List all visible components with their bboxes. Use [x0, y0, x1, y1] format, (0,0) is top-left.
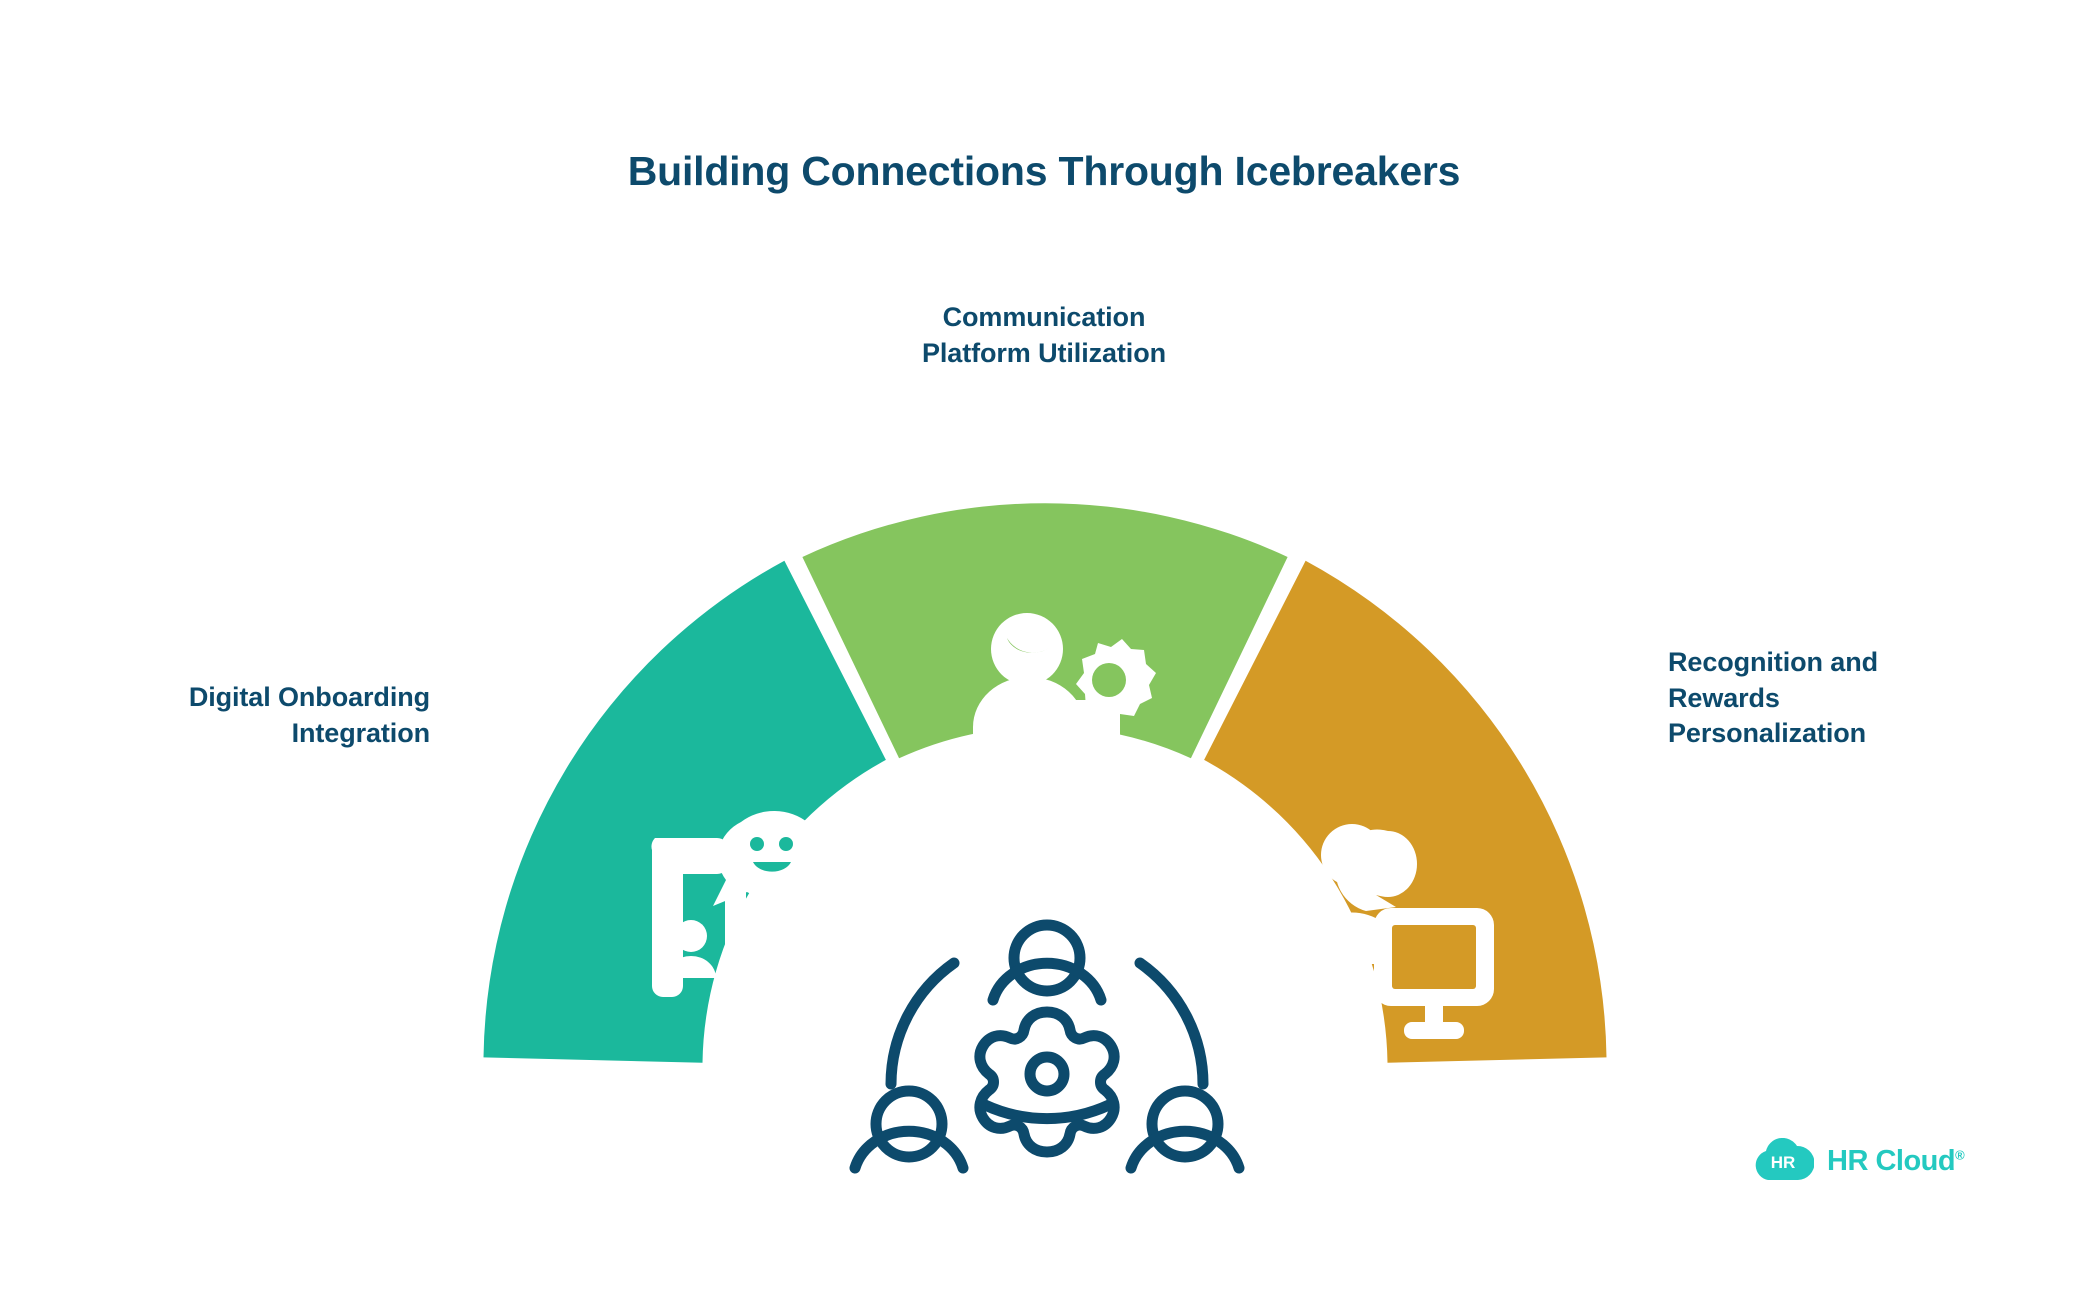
segment-label-recognition-rewards-line3: Personalization: [1668, 718, 1867, 749]
page-title: Building Connections Through Icebreakers: [627, 148, 1461, 194]
people-monitor-icon: [1305, 824, 1494, 1039]
hr-cloud-name: HR Cloud: [1827, 1144, 1956, 1177]
arch-segment-digital-onboarding-shape[interactable]: [483, 560, 886, 1063]
segment-label-recognition-rewards-line2: Rewards: [1668, 682, 1780, 713]
cloud-mark-text: HR: [1771, 1153, 1796, 1172]
arch-segment-digital-onboarding[interactable]: [483, 560, 886, 1063]
segment-label-digital-onboarding-line2: Integration: [291, 717, 431, 748]
arch-segment-communication-platform[interactable]: [802, 503, 1288, 770]
registered-trademark-icon: ®: [1955, 1146, 1965, 1162]
segment-label-communication: Communication Platform Utilization: [744, 300, 1344, 371]
arch-segment-recognition-rewards-shape[interactable]: [1204, 560, 1607, 1063]
segment-label-recognition-rewards-line1: Recognition and: [1668, 647, 1878, 677]
hr-cloud-wordmark: HR Cloud®: [1827, 1144, 1965, 1178]
person-award-ribbon-icon: [973, 613, 1156, 770]
segment-label-recognition-rewards: Recognition and Rewards Personalization: [1668, 645, 2068, 752]
team-collaboration-gear-icon: [849, 919, 1245, 1174]
hr-cloud-logo: HR HR Cloud®: [1752, 1138, 1965, 1184]
presentation-speech-bubble-icon: [651, 811, 825, 997]
arch-segment-recognition-rewards[interactable]: [1204, 560, 1607, 1063]
cloud-mark-icon: HR: [1755, 1138, 1814, 1180]
segment-label-digital-onboarding: Digital Onboarding Integration: [20, 680, 430, 751]
segment-label-communication-line2: Platform Utilization: [921, 337, 1166, 368]
segment-label-communication-line1: Communication: [942, 302, 1146, 332]
segment-label-digital-onboarding-line1: Digital Onboarding: [188, 682, 430, 712]
